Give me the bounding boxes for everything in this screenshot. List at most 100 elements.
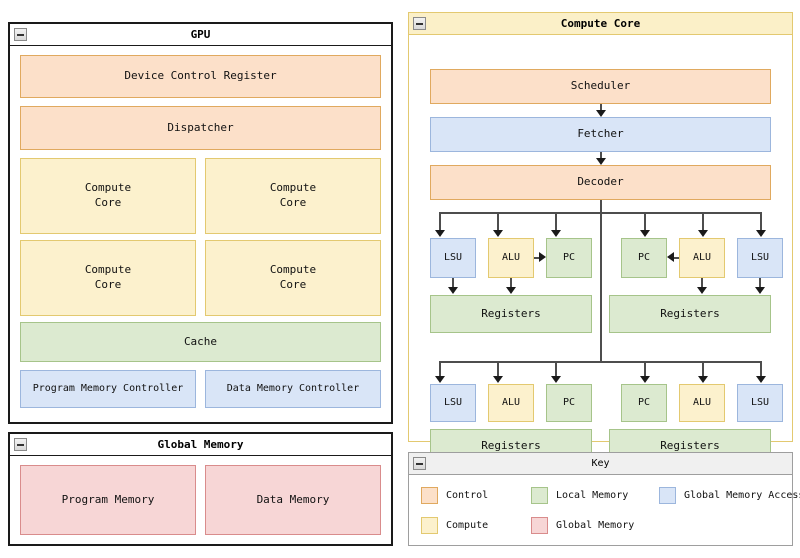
alu1-to-registers-arrow [506, 287, 516, 294]
bus1-drop-alu-left [497, 212, 499, 233]
bus1-arrow-lsu-right [756, 230, 766, 237]
alu-box-1[interactable]: ALU [488, 238, 534, 278]
lsu-box-2[interactable]: LSU [737, 238, 783, 278]
key-label-global-memory: Global Memory [556, 520, 635, 531]
global-memory-panel-title: Global Memory [10, 434, 391, 456]
bus2-arrow-pc-left [551, 376, 561, 383]
alu2-to-registers-arrow [697, 287, 707, 294]
minimize-icon[interactable] [413, 17, 426, 30]
bus1-drop-alu-right [702, 212, 704, 233]
gpu-panel-title: GPU [10, 24, 391, 46]
registers-label-2: Registers [660, 306, 720, 320]
pc-box-4[interactable]: PC [621, 384, 667, 422]
lsu2-to-registers-arrow [755, 287, 765, 294]
compute-core-box-3[interactable]: Compute Core [20, 240, 196, 316]
key-label-control: Control [446, 490, 489, 501]
bus2-drop-lsu-right [760, 361, 762, 379]
registers-box-1[interactable]: Registers [430, 295, 592, 333]
fetcher-box[interactable]: Fetcher [430, 117, 771, 152]
lsu1-to-registers-arrow [448, 287, 458, 294]
data-memory-controller-box[interactable]: Data Memory Controller [205, 370, 381, 408]
device-control-register-box[interactable]: Device Control Register [20, 55, 381, 98]
pc-label-3: PC [562, 397, 576, 409]
alu-to-pc-line-2 [673, 257, 679, 259]
key-panel: Key Control Local Memory Global Memory A… [408, 452, 800, 546]
registers-box-2[interactable]: Registers [609, 295, 771, 333]
key-entry-local-memory: Local Memory [531, 487, 628, 504]
data-memory-box[interactable]: Data Memory [205, 465, 381, 535]
compute-core-box-1[interactable]: Compute Core [20, 158, 196, 234]
minimize-icon[interactable] [14, 28, 27, 41]
pc-box-1[interactable]: PC [546, 238, 592, 278]
lsu-label-3: LSU [443, 397, 463, 409]
alu-label-2: ALU [692, 252, 712, 264]
alu-box-4[interactable]: ALU [679, 384, 725, 422]
minimize-icon[interactable] [14, 438, 27, 451]
fetcher-to-decoder-arrow [596, 158, 606, 165]
global-memory-title-label: Global Memory [157, 438, 244, 451]
data-memory-controller-label: Data Memory Controller [226, 383, 360, 395]
lsu-label-1: LSU [443, 252, 463, 264]
gpu-panel-body: Device Control Register Dispatcher Compu… [10, 46, 391, 424]
alu2-to-registers-line [701, 278, 703, 290]
bus2-drop-alu-right [702, 361, 704, 379]
bus2-drop-lsu-left [439, 361, 441, 379]
scheduler-to-fetcher-line [600, 104, 602, 113]
global-memory-panel-body: Program Memory Data Memory [10, 456, 391, 546]
bus2-drop-pc-right [644, 361, 646, 379]
compute-core-label-4: Compute Core [269, 263, 317, 291]
pc-box-2[interactable]: PC [621, 238, 667, 278]
pc-box-3[interactable]: PC [546, 384, 592, 422]
alu-box-3[interactable]: ALU [488, 384, 534, 422]
compute-core-label-2: Compute Core [269, 181, 317, 209]
registers-label-1: Registers [481, 306, 541, 320]
key-entry-global-memory: Global Memory [531, 517, 634, 534]
dispatch-bus-row-2 [440, 361, 761, 363]
device-control-register-label: Device Control Register [124, 69, 277, 83]
fetcher-label: Fetcher [577, 127, 624, 141]
registers-label-3: Registers [481, 438, 541, 452]
lsu-box-4[interactable]: LSU [737, 384, 783, 422]
bus2-drop-alu-left [497, 361, 499, 379]
minimize-icon[interactable] [413, 457, 426, 470]
alu1-to-registers-line [510, 278, 512, 290]
program-memory-label: Program Memory [61, 492, 155, 506]
key-panel-body: Control Local Memory Global Memory Acces… [409, 475, 800, 545]
alu-to-pc-arrow-1 [539, 252, 546, 262]
decoder-box[interactable]: Decoder [430, 165, 771, 200]
key-label-local-memory: Local Memory [556, 490, 629, 501]
bus2-drop-pc-left [555, 361, 557, 379]
key-swatch-global-memory [531, 517, 548, 534]
gpu-title-label: GPU [190, 28, 211, 41]
lsu2-to-registers-line [759, 278, 761, 290]
bus1-arrow-alu-left [493, 230, 503, 237]
dispatch-bus-row-1 [440, 212, 761, 214]
cache-box[interactable]: Cache [20, 322, 381, 362]
lsu-box-3[interactable]: LSU [430, 384, 476, 422]
bus1-arrow-pc-left [551, 230, 561, 237]
key-panel-title: Key [409, 453, 792, 475]
alu-box-2[interactable]: ALU [679, 238, 725, 278]
pc-label-1: PC [562, 252, 576, 264]
registers-label-4: Registers [660, 438, 720, 452]
compute-core-panel: Compute Core Scheduler Fetcher Decoder [408, 12, 793, 463]
fetcher-to-decoder-line [600, 152, 602, 161]
key-entry-control: Control [421, 487, 488, 504]
compute-core-box-4[interactable]: Compute Core [205, 240, 381, 316]
scheduler-box[interactable]: Scheduler [430, 69, 771, 104]
alu-label-4: ALU [692, 397, 712, 409]
key-entry-global-memory-access: Global Memory Access [659, 487, 800, 504]
program-memory-box[interactable]: Program Memory [20, 465, 196, 535]
program-memory-controller-label: Program Memory Controller [32, 383, 184, 395]
bus1-arrow-pc-right [640, 230, 650, 237]
scheduler-label: Scheduler [570, 79, 631, 93]
dispatcher-box[interactable]: Dispatcher [20, 106, 381, 150]
lsu-box-1[interactable]: LSU [430, 238, 476, 278]
bus1-drop-lsu-left [439, 212, 441, 233]
compute-core-box-2[interactable]: Compute Core [205, 158, 381, 234]
compute-core-label-1: Compute Core [84, 181, 132, 209]
program-memory-controller-box[interactable]: Program Memory Controller [20, 370, 196, 408]
alu-label-3: ALU [501, 397, 521, 409]
key-swatch-global-memory-access [659, 487, 676, 504]
key-title-label: Key [591, 458, 610, 469]
